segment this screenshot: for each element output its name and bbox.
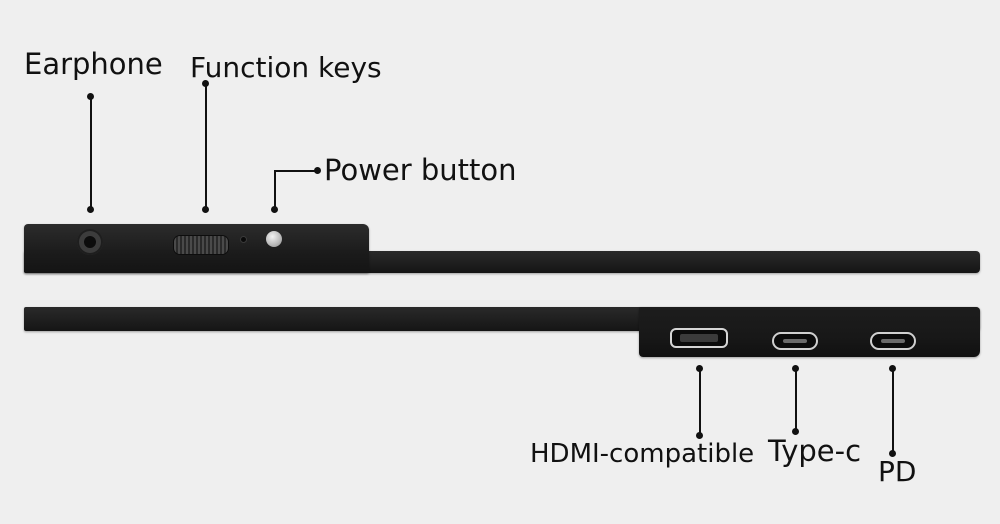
earphone-label: Earphone [24,47,163,81]
pd-port [870,332,916,350]
pd-leader-dot-bottom [889,450,896,457]
function-keys-leader-line [205,84,207,208]
function-keys-leader-dot-top [202,80,209,87]
function-keys-wheel [174,236,228,254]
hdmi-leader-dot-bottom [696,432,703,439]
pd-leader-line [892,368,894,452]
hdmi-port [670,328,728,348]
function-keys-leader-dot-bottom [202,206,209,213]
pd-label: PD [878,455,917,488]
hdmi-leader-line [699,368,701,434]
type-c-leader-dot-bottom [792,428,799,435]
function-keys-label: Function keys [190,51,382,84]
power-button-leader-vertical [274,170,276,208]
power-button [266,231,282,247]
earphone-jack [77,229,103,255]
power-button-label: Power button [324,153,517,187]
type-c-label: Type-c [768,434,862,468]
hdmi-label: HDMI-compatible [530,439,755,469]
type-c-port [772,332,818,350]
power-button-leader-dot-bottom [271,206,278,213]
earphone-leader-dot-bottom [87,206,94,213]
power-button-leader-horizontal [274,170,316,172]
type-c-leader-line [795,368,797,430]
indicator-light [241,237,246,242]
earphone-leader-line [90,96,92,208]
power-button-leader-dot-right [314,167,321,174]
